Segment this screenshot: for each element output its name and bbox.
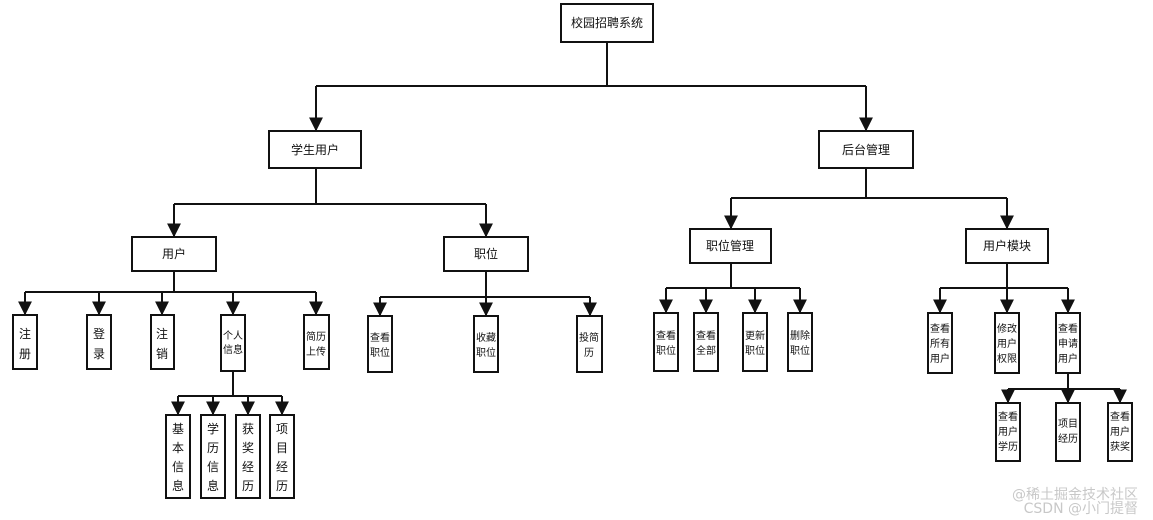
node-project-experience-c1: 项 xyxy=(276,422,288,436)
node-modify-permissions-line2: 用户 xyxy=(997,337,1017,350)
node-view-applicants-line3: 用户 xyxy=(1058,352,1078,365)
node-resume-upload-line2: 上传 xyxy=(306,346,326,358)
node-view-all-users-line3: 用户 xyxy=(930,352,950,365)
node-personal-info-line1: 个人 xyxy=(223,330,243,342)
node-mgmt-update-job-line1: 更新 xyxy=(745,329,765,342)
node-resume-upload: 简历 上传 xyxy=(303,314,330,370)
node-awards-experience-c2: 奖 xyxy=(242,441,254,455)
node-view-applicants-line2: 申请 xyxy=(1058,337,1078,350)
node-view-all-users-line1: 查看 xyxy=(930,322,950,335)
node-view-all-users-line2: 所有 xyxy=(930,337,950,350)
watermark-juejin: @稀土掘金技术社区 xyxy=(1012,487,1138,503)
node-student-label: 学生用户 xyxy=(291,142,339,157)
node-mgmt-delete-job-line1: 删除 xyxy=(790,329,810,342)
node-mgmt-delete-job: 删除 职位 xyxy=(787,312,813,372)
node-mgmt-view-all-line1: 查看 xyxy=(696,329,716,342)
node-register-line2: 册 xyxy=(19,347,31,361)
node-resume-upload-line1: 简历 xyxy=(306,330,326,343)
node-applicant-education: 查看 用户 学历 xyxy=(995,402,1021,462)
edges xyxy=(18,42,1127,416)
node-mgmt-update-job: 更新 职位 xyxy=(742,312,768,372)
node-login: 登 录 xyxy=(86,314,112,370)
node-basic-info-c3: 信 xyxy=(172,460,184,474)
node-personal-info: 个人 信息 xyxy=(220,314,246,372)
node-user-label: 用户 xyxy=(162,246,186,261)
node-applicant-education-line3: 学历 xyxy=(998,440,1018,453)
node-register: 注 册 xyxy=(12,314,38,370)
node-applicant-projects: 项目 经历 xyxy=(1055,402,1081,462)
node-job-management: 职位管理 xyxy=(689,228,772,264)
node-root-label: 校园招聘系统 xyxy=(571,15,643,30)
node-education-info-c4: 息 xyxy=(207,478,219,493)
node-user: 用户 xyxy=(131,236,217,272)
node-applicant-projects-line1: 项目 xyxy=(1058,418,1078,430)
node-mgmt-view-job-line1: 查看 xyxy=(656,329,676,342)
node-mgmt-delete-job-line2: 职位 xyxy=(790,344,810,357)
node-modify-permissions-line3: 权限 xyxy=(997,352,1017,365)
node-basic-info-c4: 息 xyxy=(172,478,184,493)
node-mgmt-view-all-line2: 全部 xyxy=(696,344,716,357)
node-view-applicants: 查看 申请 用户 xyxy=(1055,312,1081,374)
node-applicant-awards-line2: 用户 xyxy=(1110,425,1130,438)
node-project-experience-c2: 目 xyxy=(276,441,288,455)
watermark-csdn: CSDN @小门提督 xyxy=(1024,501,1138,517)
node-education-info-c3: 信 xyxy=(207,460,219,474)
node-admin: 后台管理 xyxy=(818,130,914,169)
node-view-job-line2: 职位 xyxy=(370,346,390,359)
node-education-info-c1: 学 xyxy=(207,421,219,436)
node-awards-experience-c3: 经 xyxy=(242,460,254,474)
node-favorite-job: 收藏 职位 xyxy=(473,315,499,373)
node-view-all-users: 查看 所有 用户 xyxy=(927,312,953,374)
node-apply-resume-line1: 投简 xyxy=(579,331,599,344)
node-view-job: 查看 职位 xyxy=(367,315,393,373)
node-login-line1: 登 xyxy=(93,326,105,341)
node-basic-info-c2: 本 xyxy=(172,441,184,455)
node-mgmt-view-all: 查看 全部 xyxy=(693,312,719,372)
node-awards-experience-c4: 历 xyxy=(242,479,254,493)
node-root: 校园招聘系统 xyxy=(560,3,654,43)
node-basic-info-c1: 基 xyxy=(172,422,184,436)
node-logout: 注 销 xyxy=(150,314,175,370)
node-mgmt-view-job-line2: 职位 xyxy=(656,344,676,357)
node-applicant-projects-line2: 经历 xyxy=(1058,432,1078,445)
node-applicant-education-line1: 查看 xyxy=(998,410,1018,423)
node-student: 学生用户 xyxy=(268,130,362,169)
node-applicant-awards-line1: 查看 xyxy=(1110,410,1130,423)
node-applicant-awards-line3: 获奖 xyxy=(1110,440,1130,453)
node-admin-label: 后台管理 xyxy=(842,142,890,157)
node-modify-permissions-line1: 修改 xyxy=(997,322,1017,335)
node-favorite-job-line1: 收藏 xyxy=(476,331,496,344)
node-logout-line1: 注 xyxy=(156,326,168,341)
node-mgmt-view-job: 查看 职位 xyxy=(653,312,679,372)
node-view-job-line1: 查看 xyxy=(370,331,390,344)
node-job-label: 职位 xyxy=(474,246,498,261)
node-modify-permissions: 修改 用户 权限 xyxy=(994,312,1020,374)
node-user-module: 用户模块 xyxy=(965,228,1049,264)
node-basic-info: 基 本 信 息 xyxy=(165,414,191,499)
node-education-info-c2: 历 xyxy=(207,441,219,455)
node-awards-experience: 获 奖 经 历 xyxy=(235,414,261,499)
node-view-applicants-line1: 查看 xyxy=(1058,322,1078,335)
node-job: 职位 xyxy=(443,236,529,272)
node-user-module-label: 用户模块 xyxy=(983,238,1031,253)
node-awards-experience-c1: 获 xyxy=(242,422,254,436)
node-project-experience-c3: 经 xyxy=(276,460,288,474)
node-job-management-label: 职位管理 xyxy=(706,238,754,253)
node-applicant-awards: 查看 用户 获奖 xyxy=(1107,402,1133,462)
node-mgmt-update-job-line2: 职位 xyxy=(745,344,765,357)
node-project-experience: 项 目 经 历 xyxy=(269,414,295,499)
node-register-line1: 注 xyxy=(19,326,31,341)
node-education-info: 学 历 信 息 xyxy=(200,414,226,499)
node-favorite-job-line2: 职位 xyxy=(476,346,496,359)
node-apply-resume: 投简 历 xyxy=(576,315,603,373)
node-project-experience-c4: 历 xyxy=(276,479,288,493)
node-personal-info-line2: 信息 xyxy=(223,343,243,356)
node-logout-line2: 销 xyxy=(156,347,168,361)
node-apply-resume-line2: 历 xyxy=(584,347,594,359)
node-applicant-education-line2: 用户 xyxy=(998,425,1018,438)
node-login-line2: 录 xyxy=(93,347,105,361)
